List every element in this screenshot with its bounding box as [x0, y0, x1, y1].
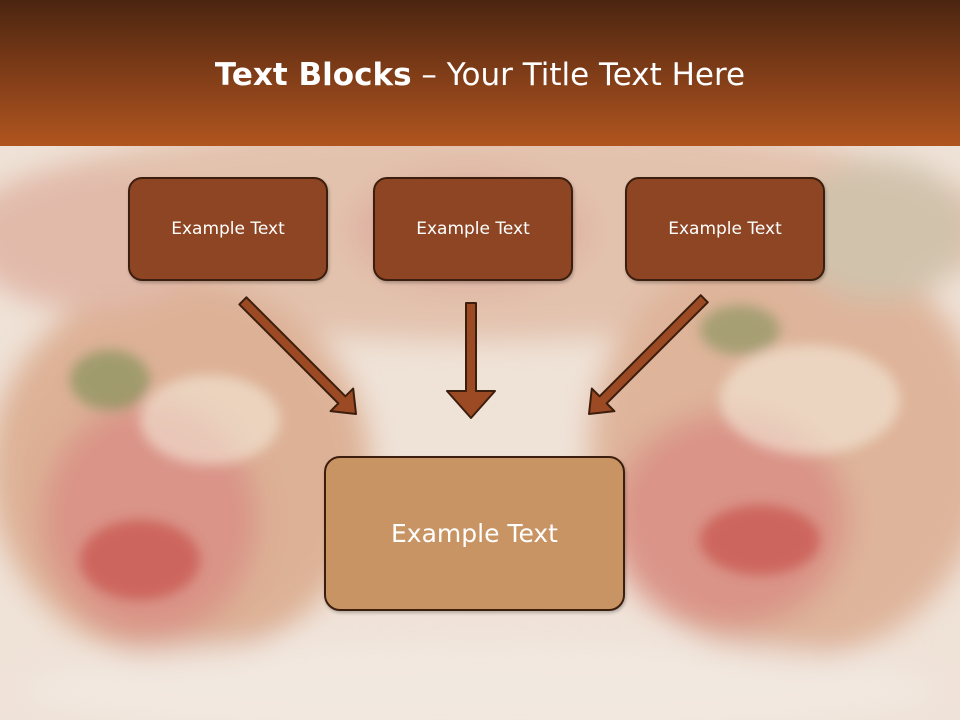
title-dash: – [411, 57, 447, 93]
arrow-left-diagonal [238, 296, 357, 415]
text-block-top-left[interactable]: Example Text [128, 177, 328, 281]
title-bold: Text Blocks [214, 57, 412, 93]
arrow-down [446, 302, 496, 419]
slide-title: Text Blocks – Your Title Text Here [0, 57, 960, 93]
title-banner [0, 0, 960, 146]
arrow-right-diagonal [588, 294, 709, 415]
text-block-top-center[interactable]: Example Text [373, 177, 573, 281]
title-text: Your Title Text Here [446, 57, 746, 93]
text-block-top-right[interactable]: Example Text [625, 177, 825, 281]
text-block-bottom[interactable]: Example Text [324, 456, 625, 611]
